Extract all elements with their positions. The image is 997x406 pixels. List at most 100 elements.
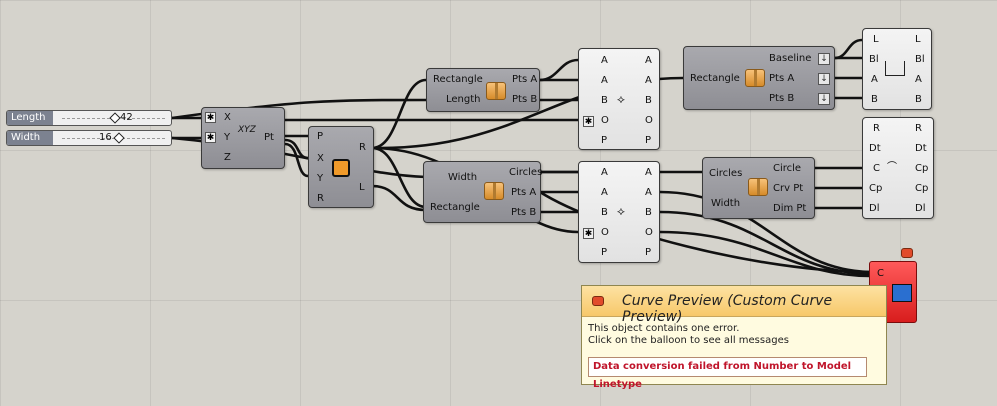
input-a[interactable]: A xyxy=(601,187,608,198)
input-rectangle[interactable]: Rectangle xyxy=(690,73,740,84)
output-o[interactable]: O xyxy=(645,227,653,238)
input-width[interactable]: Width xyxy=(448,172,478,183)
cluster-mid-component[interactable]: Width Rectangle Circles Pts A Pts B xyxy=(423,161,543,223)
download-icon[interactable]: ↓ xyxy=(818,93,830,105)
output-pts-b[interactable]: Pts B xyxy=(769,93,795,104)
xy-diamond-icon: ⟡ xyxy=(617,204,625,218)
output-b[interactable]: B xyxy=(915,94,922,105)
cluster-icon xyxy=(748,178,768,196)
input-cp[interactable]: Cp xyxy=(869,183,883,194)
output-b[interactable]: B xyxy=(645,207,652,218)
tooltip-error-message: Data conversion failed from Number to Mo… xyxy=(588,357,867,390)
output-a[interactable]: A xyxy=(645,75,652,86)
output-p[interactable]: P xyxy=(645,247,652,258)
input-p[interactable]: P xyxy=(317,131,324,142)
download-icon[interactable]: ↓ xyxy=(818,53,830,65)
input-b[interactable]: B xyxy=(601,95,608,106)
input-circles[interactable]: Circles xyxy=(709,168,743,179)
input-x[interactable]: X xyxy=(317,153,324,164)
input-c[interactable]: C xyxy=(877,268,884,279)
error-tooltip: Curve Preview (Custom Curve Preview) Thi… xyxy=(581,285,887,390)
cluster-top-component[interactable]: Rectangle Length Pts A Pts B xyxy=(426,68,540,112)
output-b[interactable]: B xyxy=(645,95,652,106)
rectangle-icon xyxy=(332,159,350,177)
input-o[interactable]: O xyxy=(601,115,609,126)
rectangle-component[interactable]: P X Y R R L xyxy=(308,126,374,208)
output-l[interactable]: L xyxy=(915,34,921,45)
input-a[interactable]: A xyxy=(871,74,878,85)
cluster-icon xyxy=(745,69,765,87)
output-a[interactable]: A xyxy=(645,167,652,178)
length-slider[interactable]: Length 42 xyxy=(6,110,172,126)
slider-label: Length xyxy=(7,111,53,125)
input-y[interactable]: Y xyxy=(317,173,324,184)
radial-dimension-component[interactable]: R Dt C Cp Dl ⌒ R Dt Cp Cp Dl xyxy=(862,117,934,219)
output-a[interactable]: A xyxy=(915,74,922,85)
input-a[interactable]: A xyxy=(601,75,608,86)
output-a[interactable]: A xyxy=(645,187,652,198)
output-crv-pt[interactable]: Crv Pt xyxy=(773,183,804,194)
linear-dimension-icon xyxy=(885,61,905,76)
tooltip-line: Click on the balloon to see all messages xyxy=(588,335,789,346)
input-b[interactable]: B xyxy=(601,207,608,218)
output-cp[interactable]: Cp xyxy=(915,163,929,174)
input-p[interactable]: P xyxy=(601,135,608,146)
radial-dimension-icon: ⌒ xyxy=(887,162,897,173)
input-c[interactable]: C xyxy=(873,163,880,174)
input-rectangle[interactable]: Rectangle xyxy=(433,74,483,85)
output-pt[interactable]: Pt xyxy=(264,132,274,143)
construct-point-component[interactable]: ✱ ✱ X Y Z XYZ Pt xyxy=(201,107,285,169)
download-icon[interactable]: ↓ xyxy=(818,73,830,85)
output-r[interactable]: R xyxy=(915,123,922,134)
xyz-icon: XYZ xyxy=(238,125,256,135)
slider-value: 42 xyxy=(120,112,133,123)
output-circles[interactable]: Circles xyxy=(509,167,543,178)
output-bl[interactable]: Bl xyxy=(915,54,925,65)
cluster-icon xyxy=(486,82,506,100)
input-y[interactable]: Y xyxy=(224,132,231,143)
output-pts-b[interactable]: Pts B xyxy=(511,207,537,218)
input-l[interactable]: L xyxy=(873,34,879,45)
input-o[interactable]: O xyxy=(601,227,609,238)
output-cp[interactable]: Cp xyxy=(915,183,929,194)
output-dim-pt[interactable]: Dim Pt xyxy=(773,203,807,214)
input-bl[interactable]: Bl xyxy=(869,54,879,65)
input-r[interactable]: R xyxy=(317,193,324,204)
slider-grip-icon[interactable] xyxy=(109,112,121,124)
output-pts-a[interactable]: Pts A xyxy=(511,187,537,198)
input-x[interactable]: X xyxy=(224,112,231,123)
input-dt[interactable]: Dt xyxy=(869,143,881,154)
cluster-right-top-component[interactable]: Rectangle Baseline Pts A Pts B ↓ ↓ ↓ xyxy=(683,46,835,110)
input-dl[interactable]: Dl xyxy=(869,203,880,214)
linear-dimension-component[interactable]: L Bl A B L Bl A B xyxy=(862,28,932,110)
output-p[interactable]: P xyxy=(645,135,652,146)
output-baseline[interactable]: Baseline xyxy=(769,53,812,64)
input-z[interactable]: Z xyxy=(224,152,231,163)
output-l[interactable]: L xyxy=(359,182,365,193)
slider-grip-icon[interactable] xyxy=(113,132,125,144)
output-pts-b[interactable]: Pts B xyxy=(512,94,538,105)
input-width[interactable]: Width xyxy=(711,198,741,209)
input-b[interactable]: B xyxy=(871,94,878,105)
output-r[interactable]: R xyxy=(359,142,366,153)
cluster-icon xyxy=(484,182,504,200)
width-slider[interactable]: Width 16 xyxy=(6,130,172,146)
output-circle[interactable]: Circle xyxy=(773,163,802,174)
point-param-mid[interactable]: A A B ✱ O P ⟡ A A B O P xyxy=(578,161,660,263)
cluster-right-mid-component[interactable]: Circles Width Circle Crv Pt Dim Pt xyxy=(702,157,815,219)
input-p[interactable]: P xyxy=(601,247,608,258)
error-balloon-icon[interactable] xyxy=(901,248,913,258)
input-a[interactable]: A xyxy=(601,167,608,178)
input-rectangle[interactable]: Rectangle xyxy=(430,202,480,213)
output-dt[interactable]: Dt xyxy=(915,143,927,154)
output-pts-a[interactable]: Pts A xyxy=(512,74,538,85)
input-a[interactable]: A xyxy=(601,55,608,66)
output-o[interactable]: O xyxy=(645,115,653,126)
output-pts-a[interactable]: Pts A xyxy=(769,73,795,84)
point-param-top[interactable]: A A B ✱ O P ⟡ A A B O P xyxy=(578,48,660,150)
output-dl[interactable]: Dl xyxy=(915,203,926,214)
input-r[interactable]: R xyxy=(873,123,880,134)
output-a[interactable]: A xyxy=(645,55,652,66)
input-length[interactable]: Length xyxy=(446,94,481,105)
xy-diamond-icon: ⟡ xyxy=(617,92,625,106)
